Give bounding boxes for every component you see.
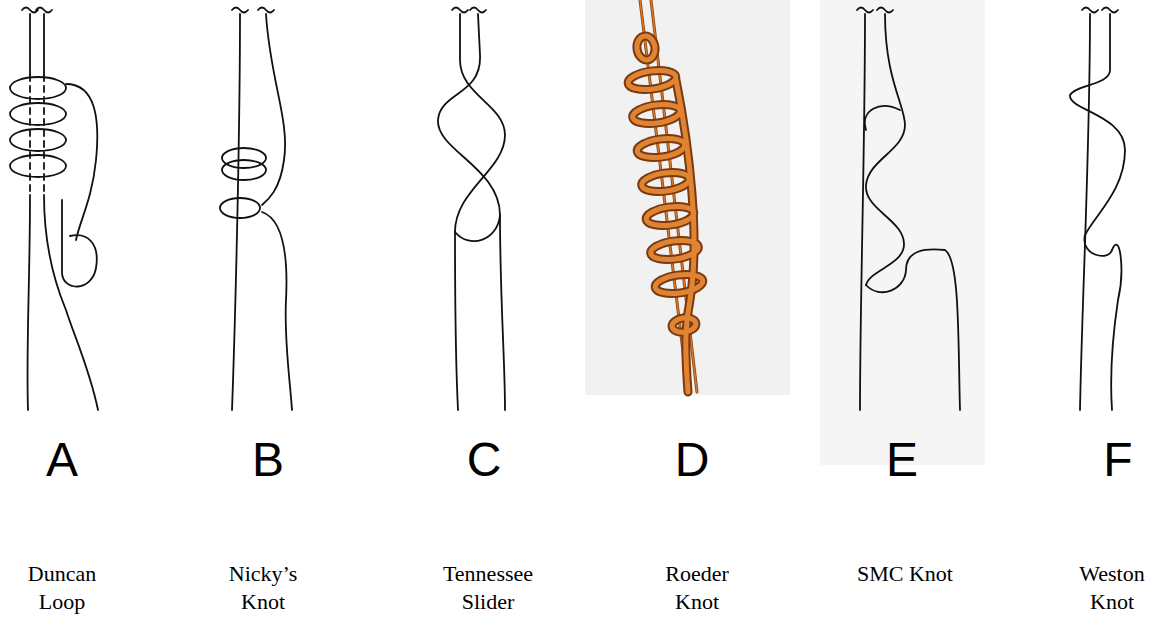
duncan-loop-drawing <box>10 14 98 410</box>
knot-name: Nicky’s Knot <box>207 560 319 615</box>
panel-letter: D <box>675 436 710 484</box>
knot-name: Weston Knot <box>1056 560 1168 615</box>
panel-ground <box>585 0 790 395</box>
nickys-knot-drawing <box>220 14 292 410</box>
panel-letter: A <box>46 436 78 484</box>
panel-ground <box>820 0 985 465</box>
break-marks <box>22 8 1118 13</box>
smc-knot-drawing <box>860 14 960 410</box>
panel-letter: B <box>252 436 284 484</box>
panel-letter: F <box>1103 436 1132 484</box>
knot-name: Roeder Knot <box>641 560 753 615</box>
roeder-knot-drawing <box>627 0 704 392</box>
knot-name: Duncan Loop <box>6 560 118 615</box>
knot-name: SMC Knot <box>849 560 961 588</box>
panel-letter: C <box>467 436 502 484</box>
panel-letter: E <box>886 436 918 484</box>
knot-name: Tennessee Slider <box>432 560 544 615</box>
weston-knot-drawing <box>1070 14 1125 410</box>
tennessee-slider-drawing <box>438 14 505 410</box>
